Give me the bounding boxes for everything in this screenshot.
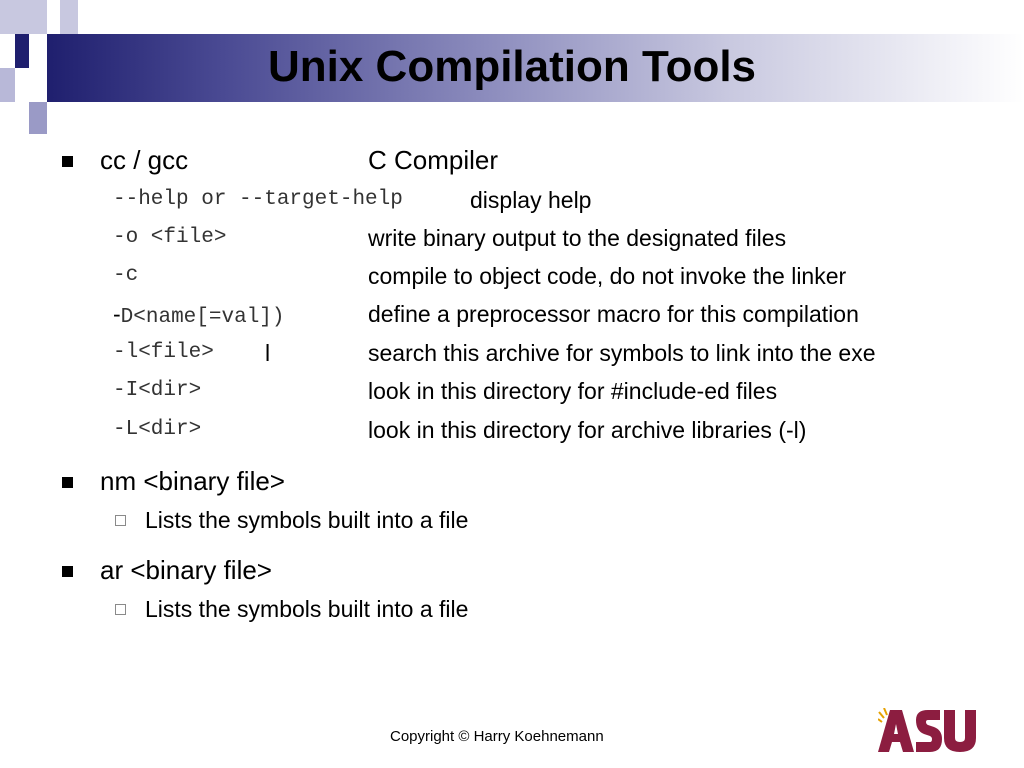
option-flag: -c <box>113 264 139 287</box>
option-flag: -D<name[=val]) <box>113 299 285 333</box>
option-desc: look in this directory for #include-ed f… <box>368 378 778 404</box>
cc-description: C Compiler <box>368 145 499 175</box>
option-desc: look in this directory for archive libra… <box>368 417 807 443</box>
option-desc: search this archive for symbols to link … <box>368 340 876 366</box>
ar-command: ar <binary file> <box>100 555 272 585</box>
option-desc: compile to object code, do not invoke th… <box>368 263 847 289</box>
option-flag-body: D<name[=val]) <box>120 306 285 329</box>
option-flag: -I<dir> <box>113 379 202 402</box>
nm-sub: Lists the symbols built into a file <box>145 507 469 533</box>
option-flag: -o <file> <box>113 226 227 249</box>
option-desc: write binary output to the designated fi… <box>368 225 787 251</box>
option-flag-prefix: - <box>113 301 121 327</box>
hollow-bullet-icon <box>115 515 126 526</box>
hollow-bullet-icon <box>115 604 126 615</box>
deco-square <box>60 0 78 34</box>
option-desc: define a preprocessor macro for this com… <box>368 301 859 327</box>
deco-square <box>29 102 47 134</box>
copyright: Copyright © Harry Koehnemann <box>390 728 604 745</box>
slide-title: Unix Compilation Tools <box>267 42 757 91</box>
option-flag: --help or --target-help <box>113 188 403 211</box>
title-bar <box>47 34 1024 102</box>
nm-command: nm <binary file> <box>100 466 285 496</box>
deco-square <box>29 34 47 68</box>
option-flag-suffix: l <box>265 340 271 366</box>
option-flag: -L<dir> <box>113 418 202 441</box>
bullet-square <box>62 156 73 167</box>
option-desc: display help <box>470 187 592 213</box>
asu-logo <box>878 708 976 752</box>
cc-command: cc / gcc <box>100 145 189 175</box>
option-flag: -l<file> <box>113 341 214 364</box>
deco-square <box>0 68 15 102</box>
bullet-square <box>62 566 73 577</box>
ar-sub: Lists the symbols built into a file <box>145 596 469 622</box>
bullet-square <box>62 477 73 488</box>
deco-square <box>15 34 29 68</box>
deco-square <box>0 0 47 34</box>
